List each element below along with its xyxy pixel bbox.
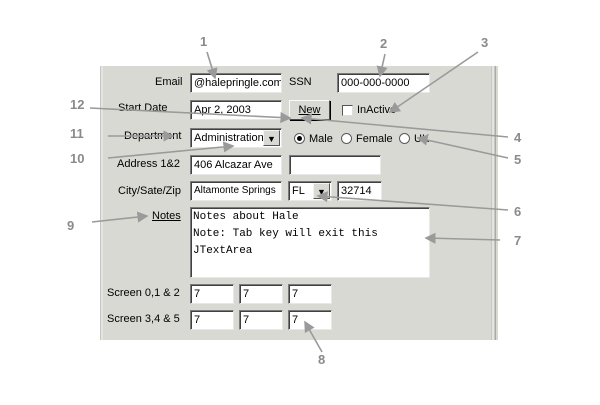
callout-9: 9 bbox=[67, 218, 75, 233]
callout-2: 2 bbox=[380, 36, 388, 51]
notes-line: Note: Tab key will exit this bbox=[193, 228, 378, 240]
email-label: Email bbox=[155, 76, 183, 88]
callout-7: 7 bbox=[514, 233, 522, 248]
callout-arrow-6 bbox=[316, 191, 509, 211]
notes-line: Notes about Hale bbox=[193, 211, 299, 223]
radio-female-label: Female bbox=[356, 133, 393, 145]
inactive-checkbox[interactable] bbox=[342, 105, 353, 116]
callout-arrow-2 bbox=[376, 53, 388, 78]
address2-field[interactable] bbox=[289, 155, 381, 175]
notes-line: JTextArea bbox=[193, 245, 253, 257]
callout-arrow-5 bbox=[416, 134, 509, 159]
start-date-field[interactable]: Apr 2, 2003 bbox=[190, 100, 282, 120]
callout-arrow-8 bbox=[304, 320, 323, 353]
callout-arrow-9 bbox=[91, 211, 149, 223]
radio-female[interactable] bbox=[341, 133, 352, 144]
screen1-label: Screen 0,1 & 2 bbox=[107, 287, 180, 299]
screen1-field-1[interactable]: 7 bbox=[239, 284, 283, 304]
callout-6: 6 bbox=[514, 204, 522, 219]
callout-4: 4 bbox=[514, 130, 522, 145]
chevron-down-icon[interactable]: ▼ bbox=[263, 130, 280, 146]
notes-label: Notes bbox=[152, 209, 181, 223]
ssn-label: SSN bbox=[289, 76, 312, 88]
new-button-label: New bbox=[298, 104, 321, 116]
panel-right-edge bbox=[491, 66, 496, 340]
callout-11: 11 bbox=[70, 126, 84, 141]
screen2-field-2[interactable]: 7 bbox=[288, 310, 332, 330]
zip-field[interactable]: 32714 bbox=[337, 181, 382, 201]
callout-8: 8 bbox=[318, 352, 326, 367]
callout-12: 12 bbox=[70, 97, 85, 112]
radio-uk[interactable] bbox=[399, 133, 410, 144]
callout-arrow-3 bbox=[388, 51, 479, 113]
callout-arrow-10 bbox=[107, 141, 235, 159]
screen1-field-2[interactable]: 7 bbox=[288, 284, 332, 304]
screen2-label: Screen 3,4 & 5 bbox=[107, 313, 180, 325]
callout-1: 1 bbox=[200, 34, 208, 49]
address-label: Address 1&2 bbox=[117, 158, 180, 170]
callout-5: 5 bbox=[514, 152, 522, 167]
address1-field[interactable]: 406 Alcazar Ave bbox=[190, 155, 282, 175]
screen2-field-0[interactable]: 7 bbox=[190, 310, 234, 330]
screen2-field-1[interactable]: 7 bbox=[239, 310, 283, 330]
radio-male-label: Male bbox=[309, 133, 333, 145]
radio-male[interactable] bbox=[294, 133, 305, 144]
callout-10: 10 bbox=[70, 151, 85, 166]
screen1-field-0[interactable]: 7 bbox=[190, 284, 234, 304]
notes-label-text: Notes bbox=[152, 210, 181, 222]
callout-arrow-7 bbox=[424, 232, 501, 244]
new-button[interactable]: New bbox=[289, 100, 330, 120]
city-field[interactable]: Altamonte Springs bbox=[190, 181, 282, 201]
panel-left-edge bbox=[100, 66, 105, 340]
callout-arrow-4 bbox=[300, 113, 509, 138]
notes-textarea[interactable]: Notes about Hale Note: Tab key will exit… bbox=[190, 207, 430, 278]
callout-arrow-12 bbox=[89, 107, 292, 124]
callout-3: 3 bbox=[481, 35, 489, 50]
inactive-label: InActive bbox=[357, 104, 397, 116]
city-label: City/Sate/Zip bbox=[118, 185, 181, 197]
callout-arrow-1 bbox=[206, 51, 218, 80]
department-combo[interactable]: Administration bbox=[190, 128, 282, 148]
